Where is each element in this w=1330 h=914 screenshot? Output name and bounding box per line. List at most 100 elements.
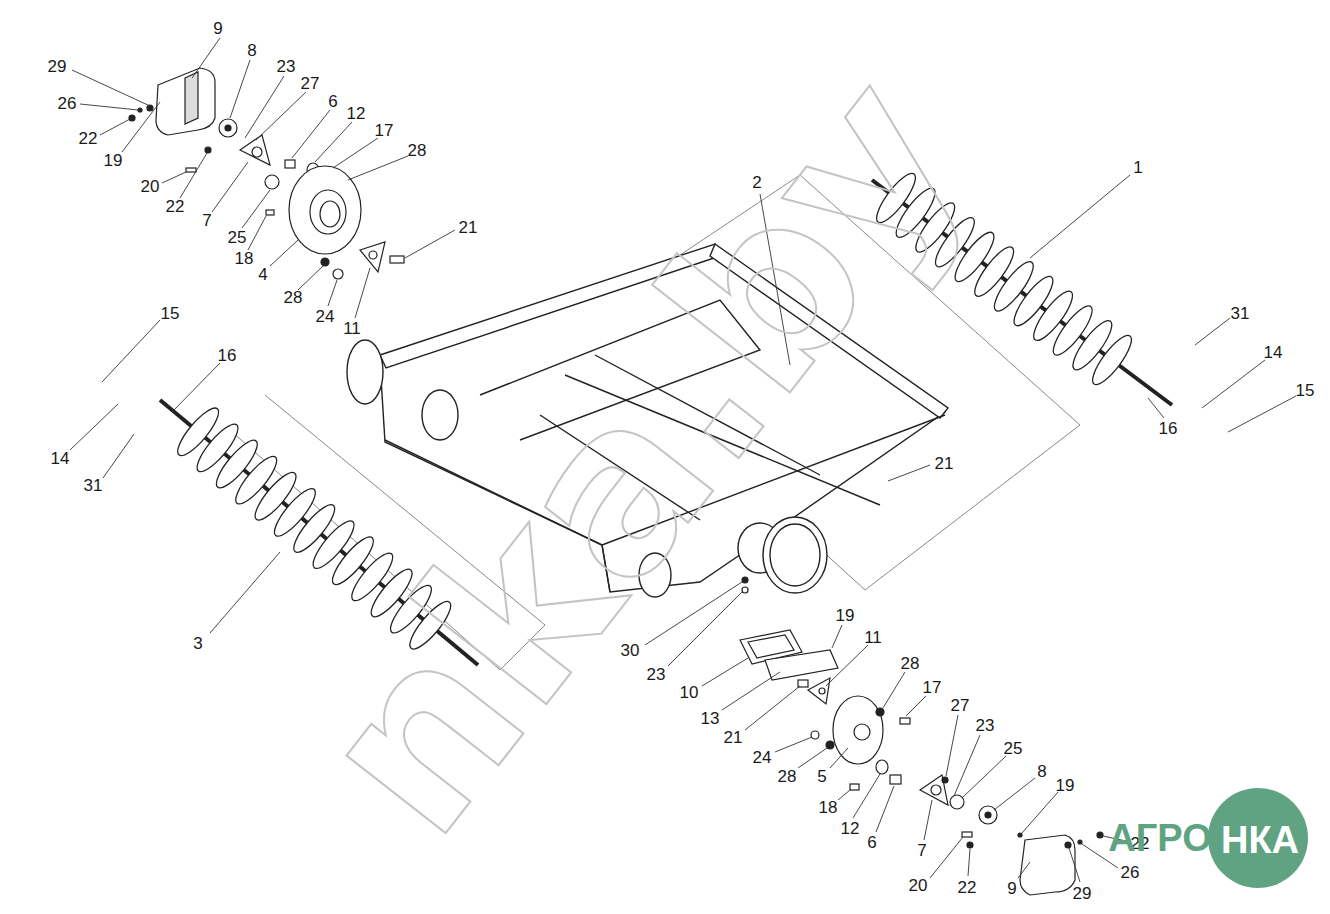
leader-line xyxy=(826,645,868,686)
leader-line xyxy=(906,696,926,716)
leader-line xyxy=(888,465,930,481)
callout-number: 27 xyxy=(951,697,970,714)
leader-line xyxy=(1022,792,1058,833)
callout-number: 26 xyxy=(58,95,77,112)
callout-number: 12 xyxy=(841,820,860,837)
callout-number: 20 xyxy=(909,877,928,894)
leader-line xyxy=(1030,175,1130,258)
callout-number: 27 xyxy=(301,75,320,92)
callout-number: 8 xyxy=(247,42,256,59)
callout-number: 5 xyxy=(817,768,826,785)
callout-number: 15 xyxy=(1296,382,1315,399)
leader-line xyxy=(122,102,160,152)
callout-number: 19 xyxy=(836,607,855,624)
leader-line xyxy=(245,76,284,138)
watermark: nka.by xyxy=(266,29,1014,882)
leader-line xyxy=(315,122,352,162)
callout-number: 12 xyxy=(347,105,366,122)
callout-number: 21 xyxy=(935,455,954,472)
leader-line xyxy=(256,92,306,140)
leader-line xyxy=(1202,360,1265,408)
callout-number: 28 xyxy=(284,289,303,306)
leader-line xyxy=(270,240,298,266)
leader-line xyxy=(292,110,330,158)
leader-line xyxy=(192,38,220,78)
leader-line xyxy=(103,434,134,478)
callout-number: 16 xyxy=(1159,420,1178,437)
callout-number: 29 xyxy=(1073,885,1092,902)
leader-line xyxy=(100,119,130,135)
leader-line xyxy=(702,658,748,686)
callout-number: 17 xyxy=(923,679,942,696)
leader-line xyxy=(1069,848,1080,882)
leader-line xyxy=(832,625,842,648)
leader-line xyxy=(162,172,186,183)
callout-number: 21 xyxy=(724,729,743,746)
callout-number: 25 xyxy=(1004,740,1023,757)
leader-line xyxy=(72,70,150,106)
callout-number: 18 xyxy=(819,799,838,816)
leader-line xyxy=(853,774,880,818)
leader-line xyxy=(924,800,932,840)
leader-line xyxy=(946,715,958,776)
leader-line xyxy=(930,837,963,878)
callout-number: 26 xyxy=(1121,864,1140,881)
callout-number: 8 xyxy=(1037,763,1046,780)
callout-number: 11 xyxy=(343,320,361,337)
leader-line xyxy=(745,686,800,730)
callout-number: 22 xyxy=(958,879,977,896)
logo-text: НКА xyxy=(1221,819,1299,862)
leader-line xyxy=(248,216,266,250)
callout-number: 29 xyxy=(48,58,67,75)
callout-number: 22 xyxy=(166,198,185,215)
callout-number: 6 xyxy=(867,834,876,851)
callout-number: 4 xyxy=(258,266,267,283)
leader-line xyxy=(722,672,780,710)
leader-line xyxy=(298,266,323,290)
callout-number: 6 xyxy=(328,93,337,110)
leader-line xyxy=(876,786,894,832)
leader-line xyxy=(180,153,207,198)
callout-number: 23 xyxy=(647,666,666,683)
leader-line xyxy=(798,748,827,768)
leader-line xyxy=(242,190,270,228)
callout-number: 22 xyxy=(79,130,98,147)
leader-line xyxy=(1228,396,1296,432)
leader-line xyxy=(230,60,250,118)
leader-line xyxy=(348,156,408,180)
callout-number: 16 xyxy=(218,347,237,364)
leader-line xyxy=(102,320,160,382)
leader-line xyxy=(333,138,378,168)
callout-number: 18 xyxy=(235,250,254,267)
callout-number: 31 xyxy=(1231,305,1250,322)
callout-number: 19 xyxy=(1056,777,1075,794)
leader-line xyxy=(355,268,370,318)
callout-number: 24 xyxy=(316,308,335,325)
leader-line xyxy=(883,672,905,708)
leader-line xyxy=(1018,862,1030,878)
callout-number: 31 xyxy=(84,477,103,494)
leader-line xyxy=(1195,318,1230,345)
callout-number: 20 xyxy=(141,178,160,195)
leader-line xyxy=(968,849,970,876)
leader-line xyxy=(775,737,812,752)
leader-line xyxy=(962,756,1006,798)
leader-line xyxy=(212,162,248,212)
callout-number: 15 xyxy=(161,305,180,322)
callout-number: 9 xyxy=(213,20,222,37)
leader-line xyxy=(405,230,455,258)
leader-line xyxy=(838,790,850,800)
callout-number: 23 xyxy=(976,717,995,734)
leader-line xyxy=(954,735,980,796)
callout-number: 7 xyxy=(917,842,926,859)
leader-line xyxy=(830,748,848,768)
callout-number: 14 xyxy=(51,450,70,467)
leader-line xyxy=(70,404,118,450)
leader-line xyxy=(994,778,1035,810)
leader-line xyxy=(80,104,138,110)
leader-line xyxy=(328,280,337,306)
callout-number: 17 xyxy=(375,122,394,139)
callout-number: 3 xyxy=(193,635,202,652)
callout-number: 19 xyxy=(104,152,123,169)
